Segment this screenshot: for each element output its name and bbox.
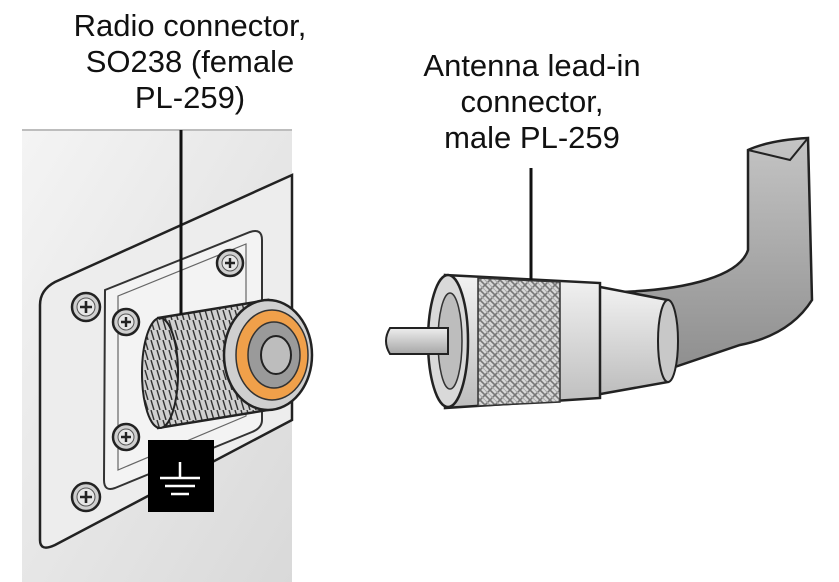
antenna-plug <box>385 273 679 410</box>
radio-connector-socket <box>141 298 314 430</box>
phillips-screw-icon <box>111 307 141 337</box>
radio-connector-label: Radio connector, SO238 (female PL-259) <box>40 8 340 116</box>
radio-connector-label-line-2: SO238 (female <box>85 44 295 79</box>
antenna-connector-label-line-3: male PL-259 <box>444 120 620 155</box>
ground-symbol-icon <box>148 440 214 512</box>
antenna-connector-label-line-2: connector, <box>460 84 604 119</box>
radio-connector-label-line-1: Radio connector, <box>73 8 307 43</box>
phillips-screw-icon <box>70 291 102 323</box>
center-pin <box>385 327 449 355</box>
phillips-screw-icon <box>70 481 102 513</box>
phillips-screw-icon <box>215 248 245 278</box>
braided-grip <box>477 277 561 407</box>
center-contact <box>260 335 292 375</box>
radio-connector-label-line-3: PL-259) <box>134 80 246 115</box>
antenna-connector-label-line-1: Antenna lead-in <box>423 48 641 83</box>
antenna-connector-label: Antenna lead-in connector, male PL-259 <box>392 48 672 156</box>
phillips-screw-icon <box>111 422 141 452</box>
